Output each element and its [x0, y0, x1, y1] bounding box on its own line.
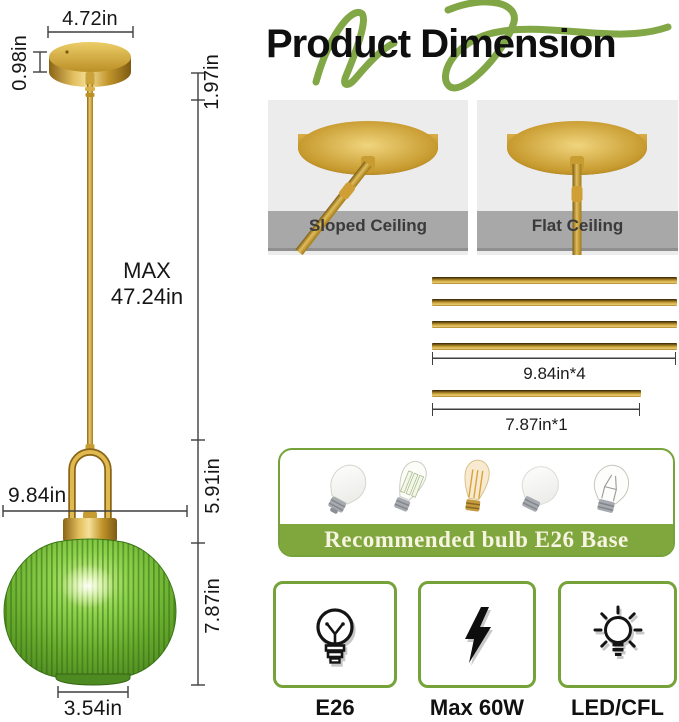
dim-shade-bottom-width: 3.54in: [63, 697, 123, 720]
extension-rod: [432, 299, 677, 306]
arch-handle: [68, 444, 112, 521]
dim-handle-height: 5.91in: [202, 458, 224, 514]
shade-cap: [63, 511, 117, 542]
frosted-round-bulb: [521, 466, 559, 512]
dim-canopy-height: 0.98in: [9, 35, 31, 91]
sloped-canopy-illustration: [295, 121, 438, 255]
max-value: 47.24in: [110, 284, 184, 310]
spec-card-max-60w: [418, 581, 536, 688]
spec-card-led-cfl: [558, 581, 677, 688]
dim-shade-width: 9.84in: [8, 484, 67, 507]
short-extension-rod: [432, 390, 641, 397]
bulb-filament-icon: [316, 607, 354, 664]
dim-top-stem: 1.97in: [201, 54, 223, 110]
dim-max-height: MAX 47.24in: [105, 258, 189, 311]
spec-label-max-60w: Max 60W: [429, 695, 525, 720]
bulb-examples: [328, 459, 630, 514]
spec-label-led-cfl: LED/CFL: [571, 695, 664, 720]
extension-rod: [432, 321, 677, 328]
spec-label-e26: E26: [315, 695, 355, 720]
short-rod-label: 7.87in*1: [505, 415, 568, 434]
panel-sloped-ceiling: Sloped Ceiling: [268, 100, 468, 255]
pendant-lamp-diagram: [2, 26, 205, 698]
bulb-shine-icon: [593, 605, 642, 656]
dim-shade-height: 7.87in: [202, 578, 224, 634]
recommended-bulb-box: Recommended bulb E26 Base: [278, 448, 675, 557]
frosted-a19-bulb: [328, 464, 367, 514]
flat-canopy-illustration: [507, 121, 647, 255]
extension-rod: [432, 343, 677, 350]
sloped-ceiling-label: Sloped Ceiling: [308, 216, 428, 235]
green-swoosh-decoration: [312, 0, 672, 92]
long-rod-label: 9.84in*4: [523, 364, 586, 383]
panel-flat-ceiling: Flat Ceiling: [477, 100, 678, 255]
down-rod: [87, 100, 93, 448]
ceiling-canopy: [49, 42, 131, 87]
dim-canopy-width: 4.72in: [62, 8, 118, 30]
stem-coupler: [85, 72, 95, 102]
short-rod-dimension-line: [432, 403, 640, 416]
flat-ceiling-label: Flat Ceiling: [531, 216, 624, 235]
clear-incandescent-bulb: [593, 464, 630, 513]
max-word: MAX: [123, 258, 171, 283]
spec-card-e26: [273, 581, 397, 688]
edison-bulb-amber: [464, 459, 490, 512]
green-glass-shade: [3, 538, 177, 686]
edison-bulb-led: [394, 460, 427, 512]
dimension-lines: [2, 26, 205, 698]
bulb-recommendation-caption: Recommended bulb E26 Base: [280, 524, 673, 555]
lightning-bolt-icon: [465, 606, 491, 663]
extension-rod: [432, 277, 677, 284]
long-rod-dimension-line: [432, 352, 676, 365]
page-title: Product Dimension: [266, 22, 617, 66]
